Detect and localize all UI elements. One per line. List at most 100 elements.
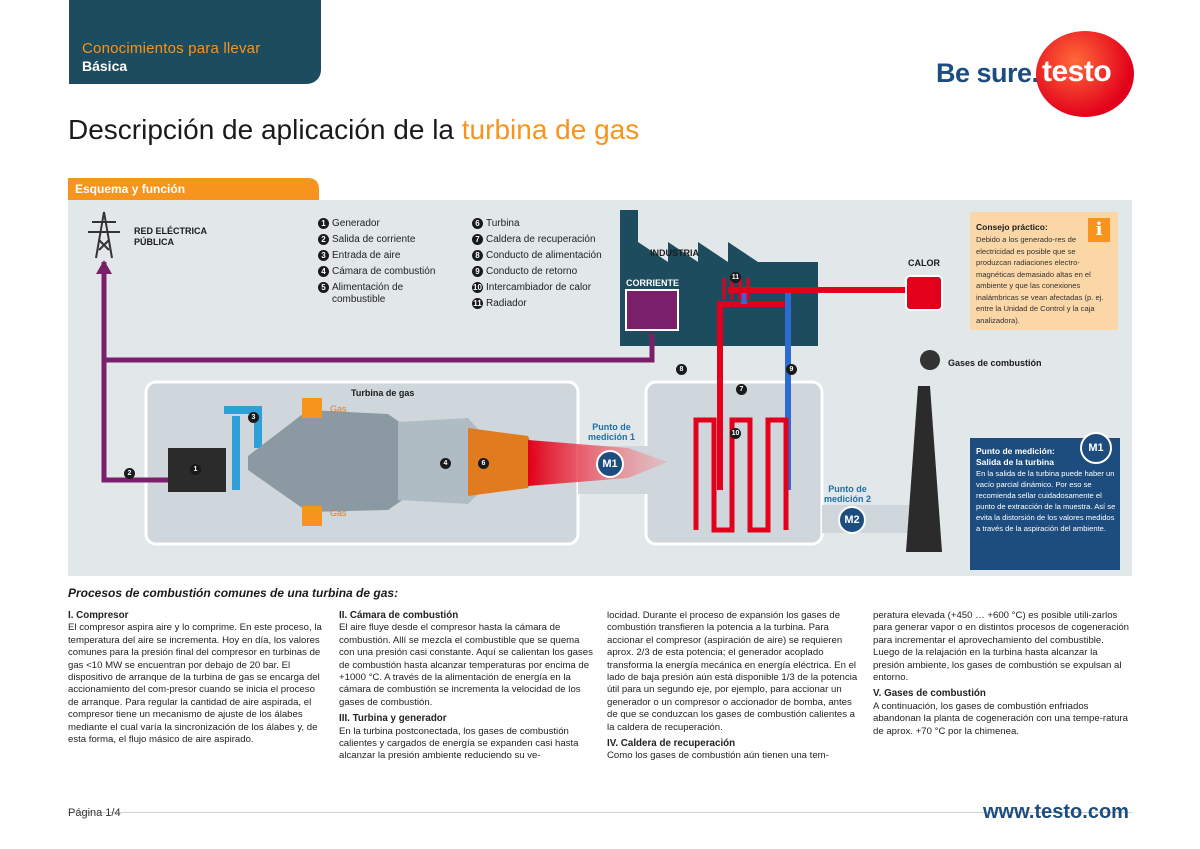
gas-flame-icon-top xyxy=(302,398,322,418)
section-heading: IV. Caldera de recuperación xyxy=(607,738,736,750)
legend-text: Turbina xyxy=(486,218,520,229)
tip-body: Debido a los generado-res de electricida… xyxy=(976,235,1104,325)
flue-gas-label: Gases de combustión xyxy=(948,358,1042,368)
grid-wire xyxy=(101,262,168,483)
legend-text: Alimentación de combustible xyxy=(332,282,404,305)
mp-title: Punto de medición: Salida de la turbina xyxy=(976,446,1055,467)
legend-text: Conducto de alimentación xyxy=(486,250,602,261)
calor-label: CALOR xyxy=(908,258,940,268)
legend-num: 6 xyxy=(472,218,483,229)
badge-1: 1 xyxy=(190,464,201,475)
text-column-2: II. Cámara de combustión El aire fluye d… xyxy=(339,610,597,763)
legend-num: 1 xyxy=(318,218,329,229)
gas-flame-icon-bottom xyxy=(302,506,322,526)
legend-num: 3 xyxy=(318,250,329,261)
turbine-label: Turbina de gas xyxy=(351,388,415,398)
grid-label: RED ELÉCTRICA PÚBLICA xyxy=(134,226,208,247)
title-highlight: turbina de gas xyxy=(461,114,640,145)
heat-icon xyxy=(905,275,943,311)
chimney xyxy=(906,386,942,552)
m1-marker[interactable]: M1 xyxy=(596,450,624,478)
header-tab: Conocimientos para llevar Básica xyxy=(69,0,321,84)
section-text: El compresor aspira aire y lo comprime. … xyxy=(68,622,322,746)
section-text: peratura elevada (+450 … +600 °C) es pos… xyxy=(873,610,1129,684)
diagram-graphics xyxy=(88,210,943,552)
badge-9: 9 xyxy=(786,364,797,375)
turbine-diagram: RED ELÉCTRICA PÚBLICA INDUSTRIA CORRIENT… xyxy=(68,200,1132,576)
title-prefix: Descripción de aplicación de la xyxy=(68,114,462,145)
measurement-point-box: M1 Punto de medición: Salida de la turbi… xyxy=(970,432,1120,570)
legend-text: Intercambiador de calor xyxy=(486,282,592,293)
m2-marker[interactable]: M2 xyxy=(838,506,866,534)
page-title: Descripción de aplicación de la turbina … xyxy=(68,114,639,146)
badge-3: 3 xyxy=(248,412,259,423)
compressor-body xyxy=(248,410,408,512)
legend-num: 11 xyxy=(472,298,483,309)
smoke-puff xyxy=(920,350,940,370)
section-text: El aire fluye desde el compresor hasta l… xyxy=(339,622,593,708)
turbine-hot-section xyxy=(468,428,538,496)
mp-body: En la salida de la turbina puede haber u… xyxy=(976,469,1116,533)
testo-logo-text: testo xyxy=(1042,55,1112,88)
legend-num: 10 xyxy=(472,282,483,293)
section-heading: I. Compresor xyxy=(68,610,129,621)
pylon-icon xyxy=(88,211,120,259)
section-heading: V. Gases de combustión xyxy=(873,688,986,700)
radiator-coils xyxy=(722,278,750,300)
page-number: Página 1/4 xyxy=(68,807,121,819)
section-text: En la turbina postconectada, los gases d… xyxy=(339,725,579,762)
measurement-point-2-label: Punto de medición 2 xyxy=(824,484,872,504)
brand-tagline: Be sure. xyxy=(936,58,1039,88)
boiler-coils xyxy=(693,417,789,533)
testo-logo[interactable]: testo xyxy=(1036,31,1134,117)
badge-10: 10 xyxy=(730,428,741,439)
gas-label-top: Gas xyxy=(330,404,347,414)
footer-url-link[interactable]: www.testo.com xyxy=(983,801,1129,823)
section-text: A continuación, los gases de combustión … xyxy=(873,700,1128,737)
mp-m1-icon: M1 xyxy=(1080,432,1112,464)
legend-text: Cámara de combustión xyxy=(332,266,436,277)
legend-text: Generador xyxy=(332,218,380,229)
legend-num: 7 xyxy=(472,234,483,245)
plug-icon xyxy=(625,289,679,331)
industry-label: INDUSTRIA xyxy=(650,248,699,258)
legend-text: Conducto de retorno xyxy=(486,266,578,277)
text-column-3: locidad. Durante el proceso de expansión… xyxy=(607,610,865,763)
text-column-4: peratura elevada (+450 … +600 °C) es pos… xyxy=(873,610,1131,738)
legend-num: 5 xyxy=(318,282,329,293)
text-column-1: I. Compresor El compresor aspira aire y … xyxy=(68,610,326,746)
legend-num: 2 xyxy=(318,234,329,245)
badge-7: 7 xyxy=(736,384,747,395)
badge-6: 6 xyxy=(478,458,489,469)
section-text: Como los gases de combustión aún tienen … xyxy=(607,750,829,762)
section-tab: Esquema y función xyxy=(68,178,319,200)
legend-num: 8 xyxy=(472,250,483,261)
air-intake xyxy=(224,406,262,490)
legend-num: 4 xyxy=(318,266,329,277)
legend-text: Salida de corriente xyxy=(332,234,416,245)
corriente-label: CORRIENTE xyxy=(626,278,680,288)
badge-4: 4 xyxy=(440,458,451,469)
badge-8: 8 xyxy=(676,364,687,375)
legend-num: 9 xyxy=(472,266,483,277)
practical-tip-box: Consejo práctico: i Debido a los generad… xyxy=(970,212,1118,330)
footer-divider xyxy=(68,812,1132,813)
legend-text: Caldera de recuperación xyxy=(486,234,596,245)
tip-title: Consejo práctico: xyxy=(976,222,1048,232)
industry-wire xyxy=(104,334,655,363)
section-heading: III. Turbina y generador xyxy=(339,713,447,725)
feed-pipe xyxy=(717,301,788,490)
gas-label-bottom: Gas xyxy=(330,508,347,518)
grid-arrow xyxy=(96,260,112,274)
measurement-point-1-label: Punto de medición 1 xyxy=(588,422,636,442)
section-text: locidad. Durante el proceso de expansión… xyxy=(607,610,858,733)
